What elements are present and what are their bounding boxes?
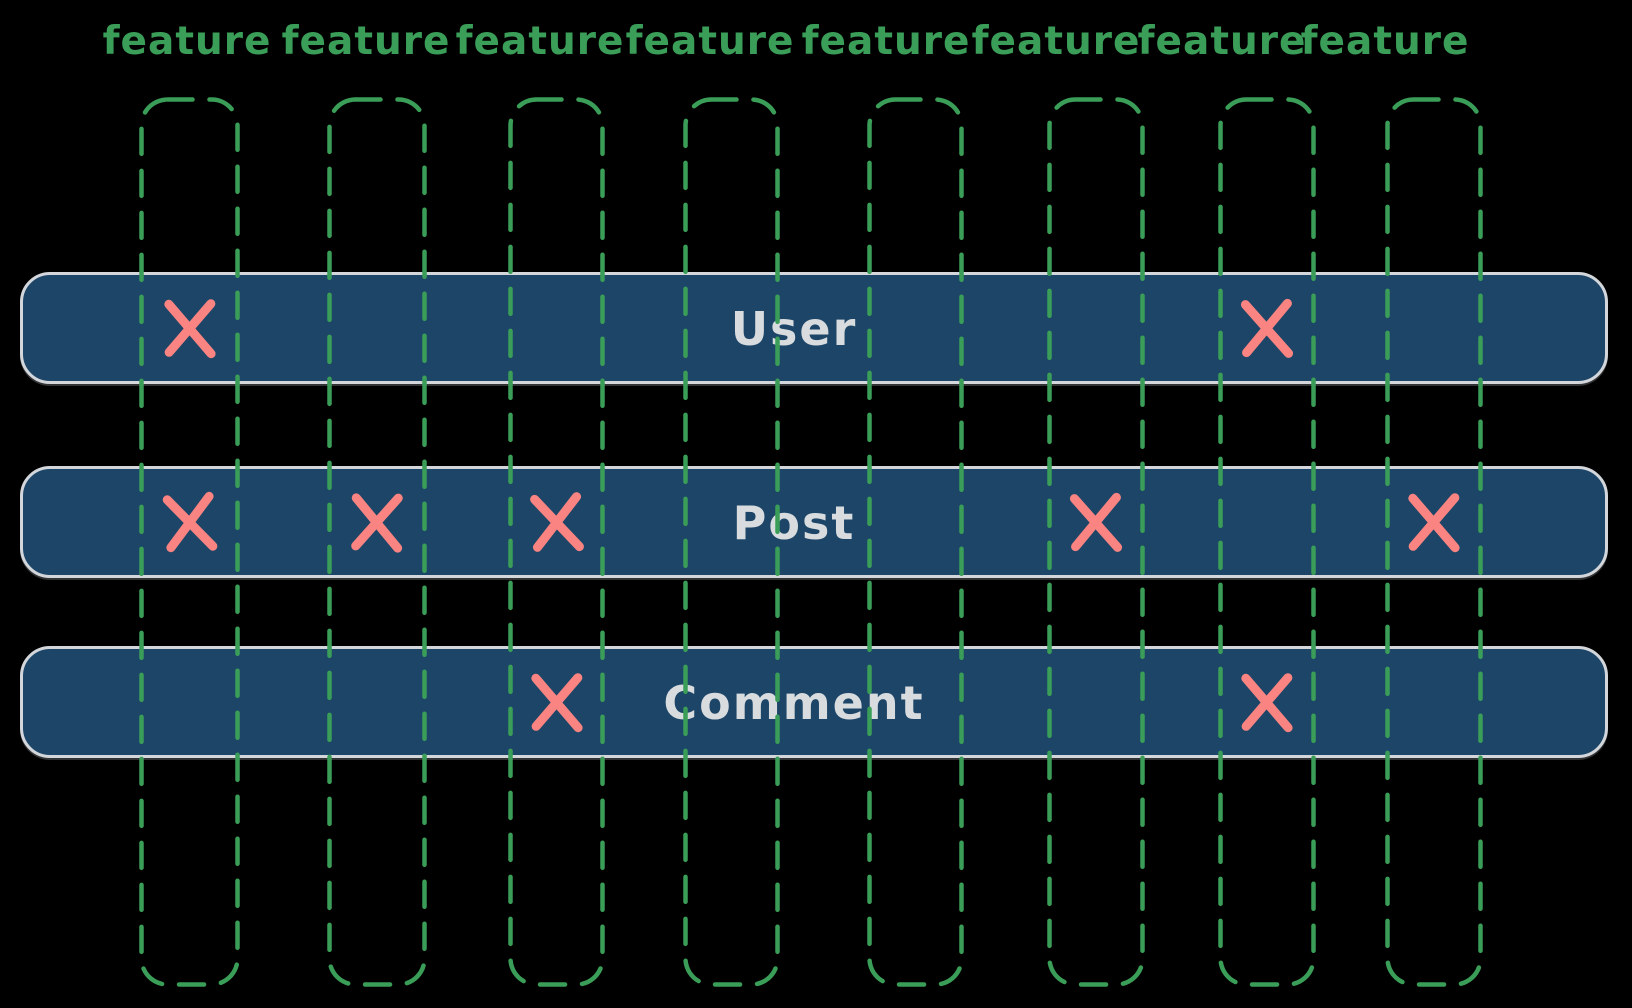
feature-column-outline <box>1218 97 1316 987</box>
entity-label: User <box>730 302 858 356</box>
feature-column-outline <box>139 97 240 987</box>
feature-column-outline <box>683 97 780 987</box>
feature-label: feature <box>1137 19 1307 64</box>
x-mark <box>1240 298 1294 358</box>
entity-bar-post: Post <box>20 466 1608 578</box>
x-mark <box>1241 673 1293 733</box>
feature-column-outline <box>508 97 605 987</box>
feature-column-outline <box>867 97 964 987</box>
x-mark <box>162 491 217 553</box>
feature-column-outline <box>1385 97 1483 987</box>
feature-label: feature <box>625 19 795 64</box>
feature-label: feature <box>801 19 971 64</box>
feature-column-outline <box>1047 97 1145 987</box>
x-mark <box>1069 492 1123 552</box>
entity-label: Comment <box>663 676 925 730</box>
feature-label: feature <box>1300 19 1470 64</box>
x-mark <box>529 492 584 552</box>
x-mark <box>530 673 583 733</box>
entity-bar-user: User <box>20 272 1608 384</box>
feature-label: feature <box>281 19 451 64</box>
x-mark <box>1408 493 1460 553</box>
x-mark <box>163 299 216 359</box>
entity-label: Post <box>732 496 856 550</box>
feature-column-outline <box>327 97 427 987</box>
feature-label: feature <box>971 19 1141 64</box>
feature-label: feature <box>455 19 625 64</box>
x-mark <box>351 493 403 553</box>
feature-label: feature <box>102 19 272 64</box>
entity-bar-comment: Comment <box>20 646 1608 758</box>
